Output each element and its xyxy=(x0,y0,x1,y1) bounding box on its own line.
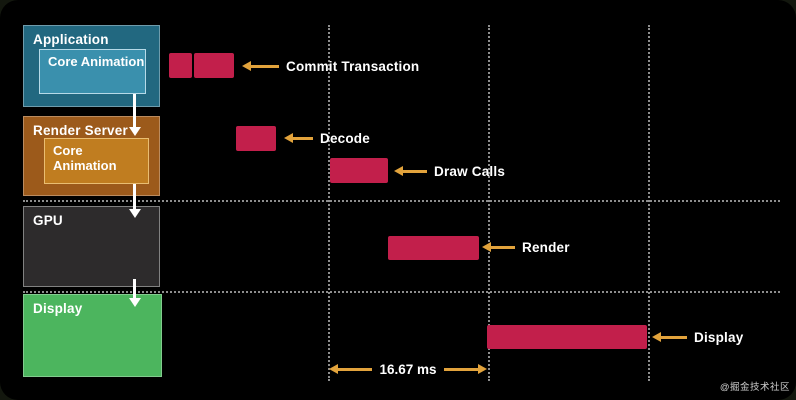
render-callout: Render xyxy=(482,238,570,256)
arrow-left-icon xyxy=(284,133,293,143)
render-server-box: Render Server Core Animation xyxy=(23,116,160,196)
display-phase-label: Display xyxy=(694,329,744,345)
commit-transaction-label: Commit Transaction xyxy=(286,58,420,74)
application-core-animation-label: Core Animation xyxy=(48,54,145,69)
arrow-shaft xyxy=(403,169,427,173)
arrow-shaft xyxy=(661,335,687,339)
grid-vline-3 xyxy=(648,25,650,381)
commit-transaction-bar-segment-2 xyxy=(194,53,234,78)
application-core-animation-box: Core Animation xyxy=(39,49,146,94)
display-label: Display xyxy=(33,301,83,316)
arrow-shaft xyxy=(293,136,313,140)
arrow-right-icon xyxy=(478,364,488,374)
draw-calls-bar xyxy=(330,158,388,183)
decode-bar xyxy=(236,126,276,151)
display-box: Display xyxy=(23,294,162,377)
application-box: Application Core Animation xyxy=(23,25,160,107)
gpu-label: GPU xyxy=(33,213,63,228)
grid-hline-display xyxy=(23,291,780,293)
arrow-shaft xyxy=(443,367,479,371)
arrow-render-server-to-gpu xyxy=(128,184,141,218)
arrow-left-icon xyxy=(394,166,403,176)
grid-hline-gpu xyxy=(23,200,780,202)
render-server-core-animation-box: Core Animation xyxy=(44,138,149,184)
arrow-down-icon xyxy=(128,298,141,307)
arrow-down-icon xyxy=(128,209,141,218)
render-server-core-animation-label: Core Animation xyxy=(53,143,117,173)
arrow-shaft xyxy=(251,64,279,68)
draw-calls-callout: Draw Calls xyxy=(394,162,505,180)
arrow-shaft xyxy=(133,94,136,127)
commit-transaction-bar-segment-1 xyxy=(169,53,192,78)
decode-callout: Decode xyxy=(284,129,370,147)
decode-label: Decode xyxy=(320,130,370,146)
application-label: Application xyxy=(33,32,109,47)
arrow-shaft xyxy=(133,184,136,209)
gpu-box: GPU xyxy=(23,206,160,287)
arrow-left-icon xyxy=(242,61,251,71)
frame-interval-marker: 16.67 ms xyxy=(329,360,488,378)
arrow-left-icon xyxy=(482,242,491,252)
arrow-application-to-render-server xyxy=(128,94,141,136)
grid-vline-2 xyxy=(488,25,490,381)
display-bar xyxy=(487,325,647,349)
grid-vline-1 xyxy=(328,25,330,381)
watermark: @掘金技术社区 xyxy=(719,382,790,393)
render-label: Render xyxy=(522,239,570,255)
render-bar xyxy=(388,236,479,260)
display-callout: Display xyxy=(652,328,743,346)
arrow-shaft xyxy=(491,245,515,249)
frame-interval-label: 16.67 ms xyxy=(379,361,437,377)
arrow-shaft xyxy=(133,279,136,298)
render-server-label: Render Server xyxy=(33,123,128,138)
arrow-left-icon xyxy=(329,364,338,374)
arrow-gpu-to-display xyxy=(128,279,141,307)
arrow-down-icon xyxy=(128,127,141,136)
commit-transaction-callout: Commit Transaction xyxy=(242,57,419,75)
arrow-shaft xyxy=(338,367,373,371)
arrow-left-icon xyxy=(652,332,661,342)
draw-calls-label: Draw Calls xyxy=(434,163,506,179)
